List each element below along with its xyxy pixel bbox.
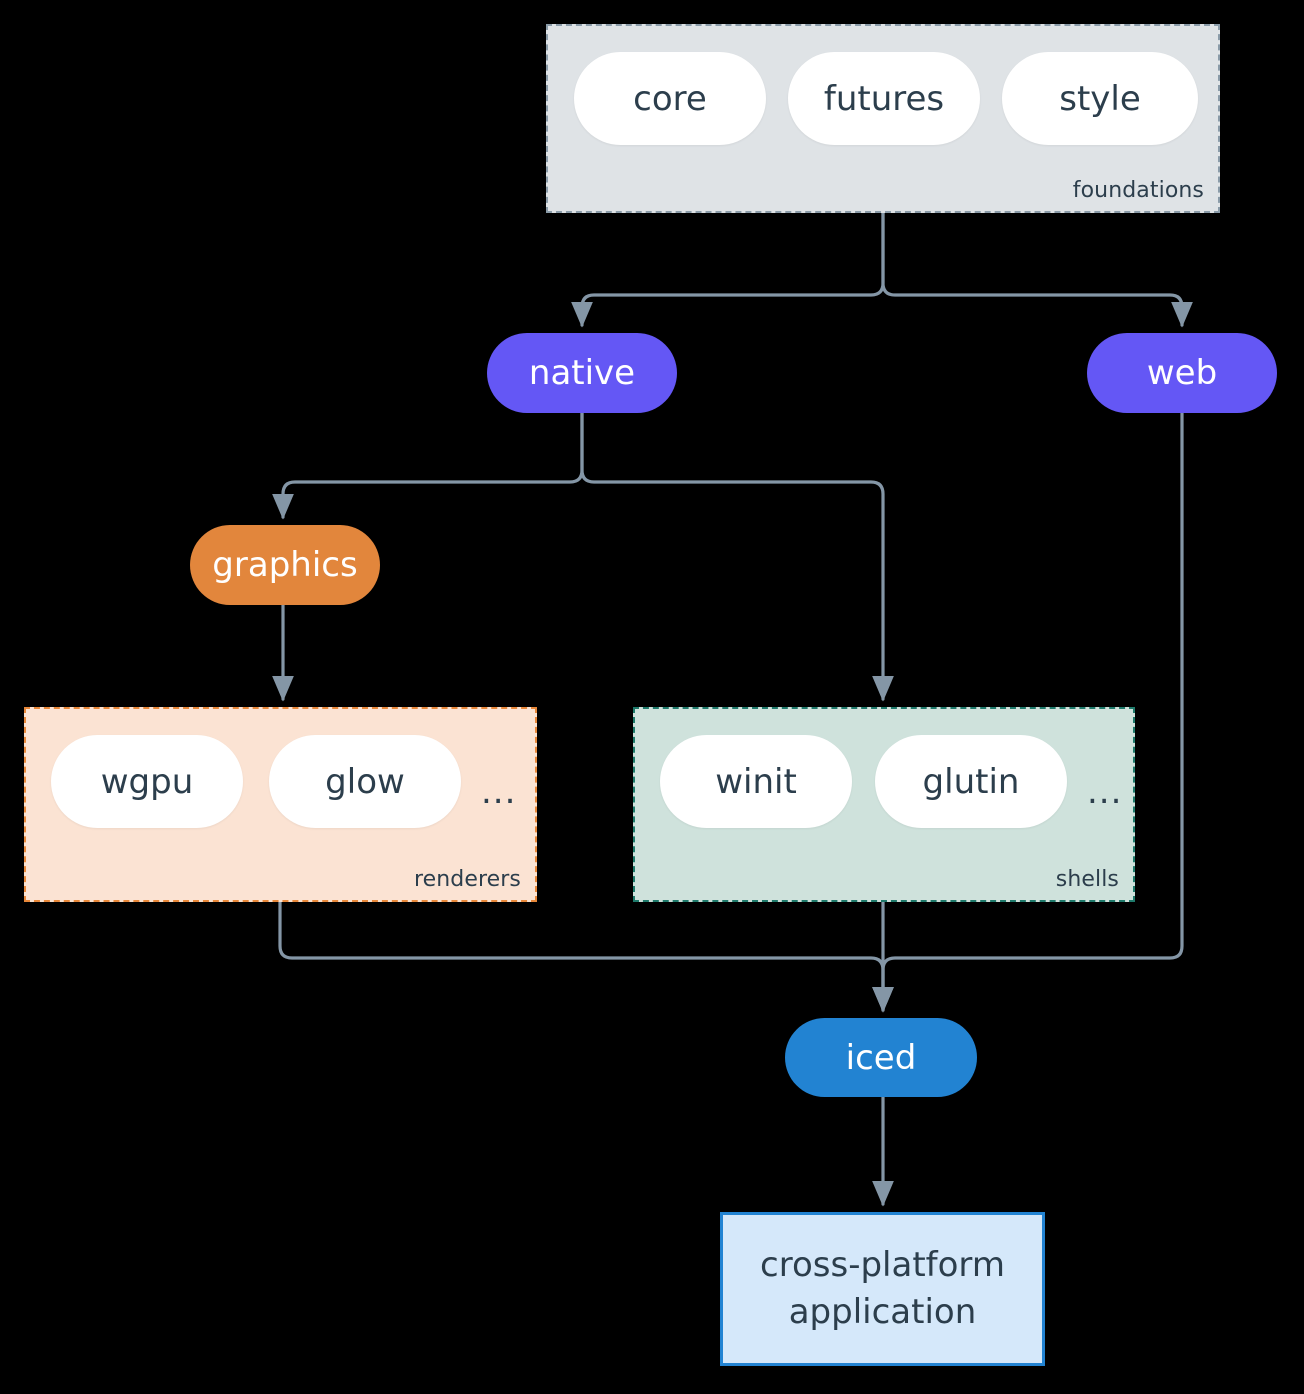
node-native-label: native	[528, 353, 636, 393]
node-core[interactable]: core	[574, 52, 766, 145]
cluster-foundations-label: foundations	[1072, 178, 1204, 203]
node-winit-label: winit	[715, 761, 797, 802]
edge-foundations-web	[881, 211, 1193, 328]
node-cross-platform-application[interactable]: cross-platform application	[720, 1212, 1045, 1366]
node-graphics[interactable]: graphics	[190, 525, 380, 605]
node-wgpu[interactable]: wgpu	[51, 735, 243, 828]
edge-native-graphics	[272, 411, 584, 520]
node-style-label: style	[1059, 78, 1141, 119]
node-core-label: core	[633, 78, 707, 119]
cluster-foundations: core futures style foundations	[546, 24, 1220, 213]
node-glow[interactable]: glow	[269, 735, 461, 828]
cluster-renderers: wgpu glow ... renderers	[24, 707, 537, 902]
node-graphics-label: graphics	[212, 545, 358, 585]
node-app-label-line2: application	[788, 1292, 977, 1332]
node-web[interactable]: web	[1087, 333, 1277, 413]
node-style[interactable]: style	[1002, 52, 1198, 145]
node-iced[interactable]: iced	[785, 1018, 977, 1097]
node-iced-label: iced	[845, 1037, 917, 1078]
node-web-label: web	[1146, 353, 1218, 393]
node-futures-label: futures	[823, 78, 945, 119]
node-wgpu-label: wgpu	[100, 761, 194, 802]
node-app-label-line1: cross-platform	[760, 1245, 1005, 1286]
edge-native-shells	[580, 411, 894, 702]
node-glutin-label: glutin	[922, 761, 1020, 802]
shells-overflow-ellipsis: ...	[1087, 772, 1123, 812]
node-glow-label: glow	[325, 761, 405, 802]
node-glutin[interactable]: glutin	[875, 735, 1067, 828]
cluster-renderers-label: renderers	[413, 867, 521, 892]
cluster-shells-label: shells	[1055, 867, 1119, 892]
node-futures[interactable]: futures	[788, 52, 980, 145]
renderers-overflow-ellipsis: ...	[481, 772, 517, 812]
edge-foundations-native	[571, 211, 885, 328]
node-winit[interactable]: winit	[660, 735, 852, 828]
node-native[interactable]: native	[487, 333, 677, 413]
edge-renderers-iced	[278, 900, 894, 1013]
cluster-shells: winit glutin ... shells	[633, 707, 1135, 902]
